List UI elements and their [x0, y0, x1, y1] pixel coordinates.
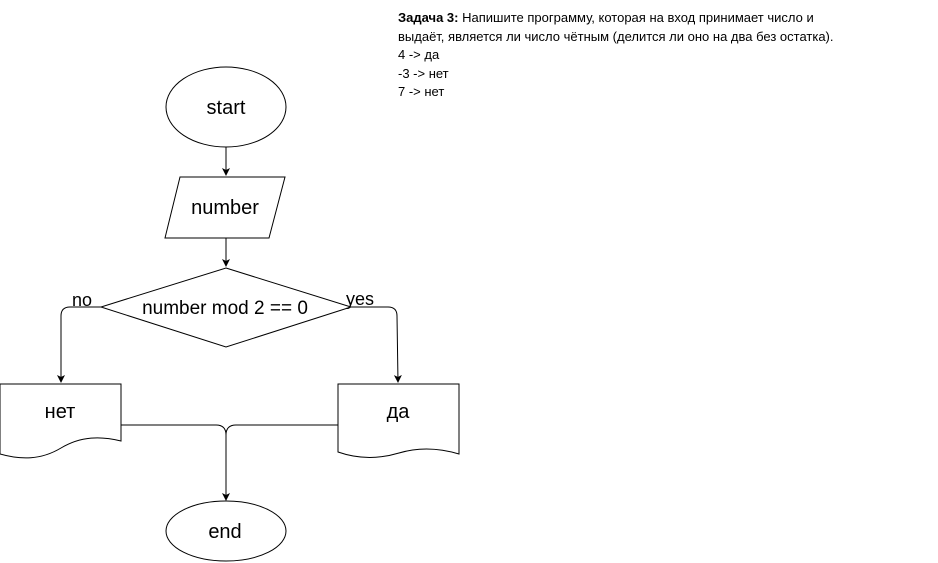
task-example-2: -3 -> нет	[398, 65, 449, 81]
input-node	[164, 176, 286, 239]
end-node	[165, 500, 287, 562]
edge-yes-to-end	[222, 424, 338, 501]
edge-yes-branch	[351, 306, 402, 383]
input-label: number	[191, 197, 259, 219]
condition-label: number mod 2 == 0	[142, 298, 308, 319]
task-text-line-1: Напишите программу, которая на вход прин…	[462, 10, 814, 25]
condition-node	[99, 267, 353, 348]
end-label: end	[208, 521, 241, 543]
task-example-1: 4 -> да	[398, 47, 440, 62]
output-yes-label: да	[387, 401, 411, 423]
task-description: Задача 3: Напишите программу, которая на…	[398, 9, 928, 102]
start-label: start	[207, 97, 246, 119]
output-no-label: нет	[45, 401, 76, 423]
branch-no-label: no	[72, 290, 92, 310]
edge-no-branch	[57, 306, 101, 383]
output-yes-node	[337, 383, 460, 458]
branch-yes-label: yes	[346, 289, 374, 309]
task-title: Задача 3:	[398, 10, 459, 25]
edge-no-to-end	[121, 424, 227, 436]
task-first-line: Задача 3: Напишите программу, которая на…	[398, 9, 928, 28]
task-example-3: 7 -> нет	[398, 84, 445, 99]
task-text-line-2: выдаёт, является ли число чётным (делитс…	[398, 28, 834, 44]
output-no-node	[0, 383, 122, 459]
